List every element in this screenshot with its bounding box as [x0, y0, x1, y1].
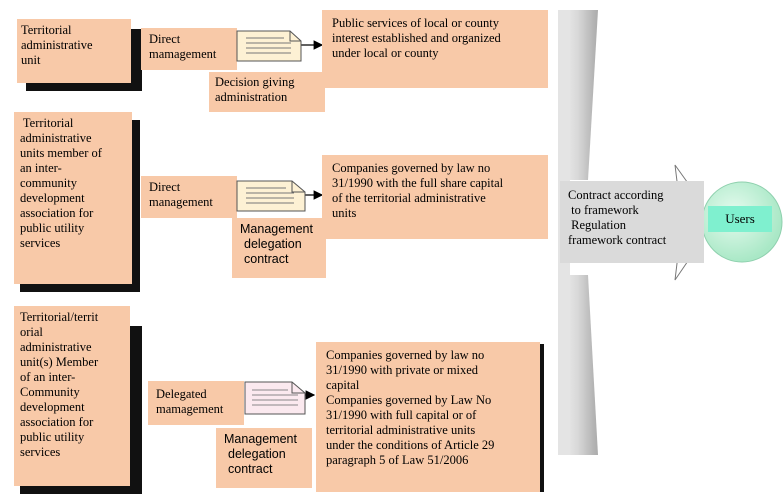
- unit-3-line: association for: [20, 415, 94, 429]
- contract-line: to framework: [568, 203, 639, 217]
- result-2-line: of the territorial administrative: [332, 191, 486, 205]
- result-3-line: 31/1990 with full capital or of: [326, 408, 477, 422]
- unit-box-1: Territorial administrative unit: [17, 19, 131, 83]
- contract-box: Contract according to framework Regulati…: [560, 181, 704, 263]
- unit-2-line: community: [20, 176, 77, 190]
- mgmt-3-line: mamagement: [156, 402, 224, 416]
- unit-3-line: unit(s) Member: [20, 355, 99, 369]
- unit-3-line: Community: [20, 385, 80, 399]
- result-box-3-shadow: [540, 344, 544, 492]
- instrument-2-line: delegation: [244, 237, 302, 251]
- unit-3-line: Territorial/territ: [20, 310, 99, 324]
- result-2-line: Companies governed by law no: [332, 161, 491, 175]
- result-2-line: units: [332, 206, 357, 220]
- unit-3-line: public utility: [20, 430, 85, 444]
- result-3-line: 31/1990 with private or mixed: [326, 363, 479, 377]
- result-3-line: under the conditions of Article 29: [326, 438, 495, 452]
- result-3-line: territorial administrative units: [326, 423, 476, 437]
- result-3-line: Companies governed by law no: [326, 348, 485, 362]
- instrument-box-3: Management delegation contract: [216, 428, 312, 488]
- unit-1-line: administrative: [21, 38, 93, 52]
- result-1-line: Public services of local or county: [332, 16, 499, 30]
- result-2-line: 31/1990 with the full share capital: [332, 176, 504, 190]
- instrument-1-line: administration: [215, 90, 288, 104]
- mgmt-1-line: mamagement: [149, 47, 217, 61]
- unit-1-line: Territorial: [21, 23, 72, 37]
- instrument-3-line: Management: [224, 432, 297, 446]
- unit-2-line: services: [20, 236, 61, 250]
- result-3-line: capital: [326, 378, 360, 392]
- users-label: Users: [708, 206, 772, 232]
- mgmt-2-line: Direct: [149, 180, 181, 194]
- result-1-line: under local or county: [332, 46, 439, 60]
- contract-line: Contract according: [568, 188, 664, 202]
- contract-line: Regulation: [568, 218, 626, 232]
- instrument-1-line: Decision giving: [215, 75, 295, 89]
- instrument-box-1: Decision giving administration: [209, 72, 325, 112]
- document-icon-2: [236, 180, 306, 212]
- result-3-line: paragraph 5 of Law 51/2006: [326, 453, 469, 467]
- unit-2-line: units member of: [20, 146, 102, 160]
- document-icon-3: [244, 381, 306, 415]
- mgmt-3-line: Delegated: [156, 387, 207, 401]
- instrument-2-line: Management: [240, 222, 313, 236]
- mgmt-1-line: Direct: [149, 32, 181, 46]
- instrument-3-line: contract: [228, 462, 273, 476]
- unit-2-line: association for: [20, 206, 94, 220]
- result-3-line: Companies governed by Law No: [326, 393, 492, 407]
- instrument-3-line: delegation: [228, 447, 286, 461]
- unit-2-line: development: [20, 191, 85, 205]
- instrument-2-line: contract: [244, 252, 289, 266]
- unit-2-line: Territorial: [20, 116, 74, 130]
- result-box-3: Companies governed by law no 31/1990 wit…: [316, 342, 540, 492]
- unit-3-line: services: [20, 445, 61, 459]
- mgmt-2-line: management: [149, 195, 213, 209]
- mgmt-box-1: Direct mamagement: [141, 28, 237, 70]
- mgmt-box-3: Delegated mamagement: [148, 381, 244, 425]
- unit-2-line: public utility: [20, 221, 85, 235]
- document-icon-1: [236, 30, 302, 62]
- unit-1-line: unit: [21, 53, 41, 67]
- unit-3-line: development: [20, 400, 85, 414]
- unit-box-3: Territorial/territ orial administrative …: [14, 306, 130, 486]
- result-box-2: Companies governed by law no 31/1990 wit…: [322, 155, 548, 239]
- unit-3-line: of an inter-: [20, 370, 76, 384]
- unit-3-line: administrative: [20, 340, 92, 354]
- result-box-1: Public services of local or county inter…: [322, 10, 548, 88]
- unit-2-line: administrative: [20, 131, 92, 145]
- contract-line: framework contract: [568, 233, 667, 247]
- unit-box-2: Territorial administrative units member …: [14, 112, 132, 284]
- mgmt-box-2: Direct management: [141, 176, 237, 218]
- result-1-line: interest established and organized: [332, 31, 501, 45]
- unit-2-line: an inter-: [20, 161, 62, 175]
- instrument-box-2: Management delegation contract: [232, 218, 326, 278]
- unit-3-line: orial: [20, 325, 43, 339]
